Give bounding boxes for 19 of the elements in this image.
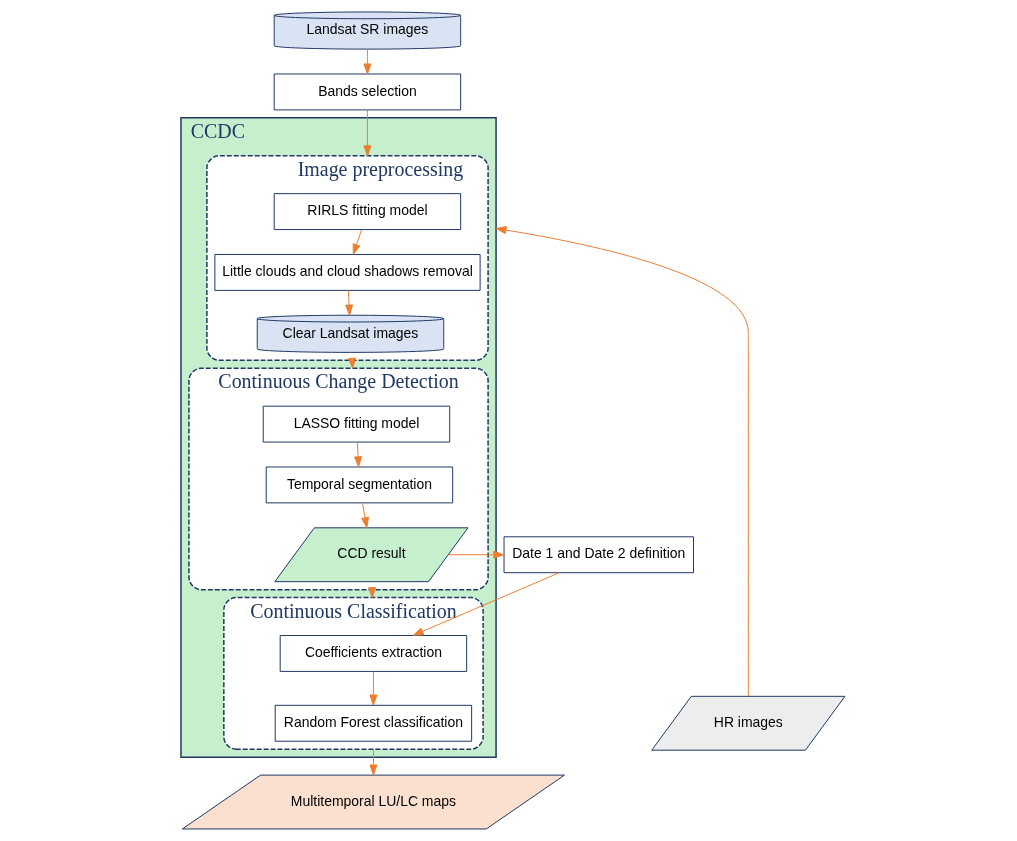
node-box: RIRLS fitting model: [273, 193, 461, 231]
arrow: [360, 502, 369, 529]
arrow: [368, 671, 377, 706]
node-box: Little clouds and cloud shadows removal: [213, 254, 481, 291]
node-box: LASSO fitting model: [262, 405, 450, 443]
arrow: [352, 229, 362, 255]
arrow: [362, 48, 371, 75]
node-box: Date 1 and Date 2 definition: [503, 536, 694, 574]
node-box: Coefficients extraction: [279, 635, 467, 672]
arrow: [353, 441, 362, 468]
arrow: [344, 290, 353, 316]
arrow: [495, 226, 749, 697]
arrow: [447, 550, 504, 559]
node-box: Random Forest classification: [274, 704, 472, 742]
node-box: Bands selection: [273, 73, 461, 111]
node-box: Temporal segmentation: [265, 466, 453, 504]
arrow: [412, 572, 560, 636]
arrow: [368, 748, 377, 776]
arrow: [362, 109, 371, 157]
